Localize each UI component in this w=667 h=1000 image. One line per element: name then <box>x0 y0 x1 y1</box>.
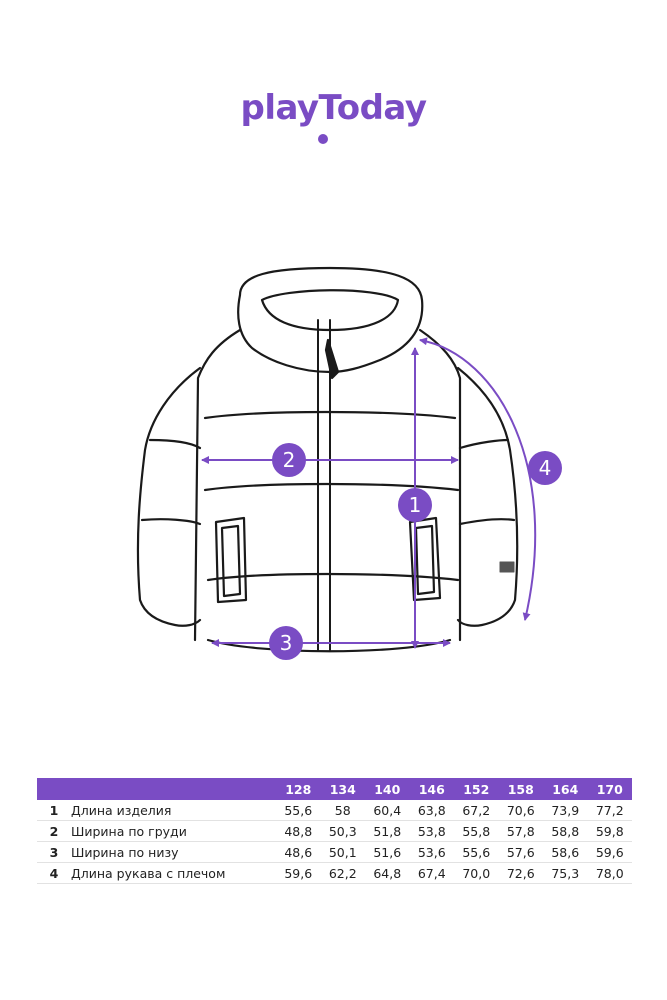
row-name: Длина рукава с плечом <box>71 862 276 884</box>
row-value: 58,8 <box>543 820 588 842</box>
row-value: 62,2 <box>320 862 365 884</box>
size-header: 164 <box>543 778 588 800</box>
marker-4-label: 4 <box>539 456 552 480</box>
row-value: 70,0 <box>454 862 499 884</box>
header-blank-index <box>37 778 71 800</box>
marker-2-label: 2 <box>283 448 296 472</box>
marker-1: 1 <box>398 488 432 522</box>
row-value: 73,9 <box>543 800 588 821</box>
row-value: 53,8 <box>409 820 454 842</box>
marker-3: 3 <box>269 626 303 660</box>
row-index: 4 <box>37 862 71 884</box>
table-row: 2 Ширина по груди 48,8 50,3 51,8 53,8 55… <box>37 820 632 842</box>
marker-1-label: 1 <box>409 493 422 517</box>
logo-dot <box>318 134 328 144</box>
row-value: 58,6 <box>543 841 588 863</box>
row-value: 60,4 <box>365 800 410 821</box>
row-value: 57,6 <box>498 841 543 863</box>
table-row: 4 Длина рукава с плечом 59,6 62,2 64,8 6… <box>37 862 632 884</box>
size-header: 134 <box>320 778 365 800</box>
row-value: 75,3 <box>543 862 588 884</box>
marker-3-label: 3 <box>280 631 293 655</box>
row-name: Длина изделия <box>71 800 276 821</box>
marker-4: 4 <box>528 451 562 485</box>
size-header: 128 <box>276 778 321 800</box>
row-value: 50,3 <box>320 820 365 842</box>
row-value: 50,1 <box>320 841 365 863</box>
brand-logo: playToday <box>240 88 428 128</box>
row-value: 63,8 <box>409 800 454 821</box>
table-row: 3 Ширина по низу 48,6 50,1 51,6 53,6 55,… <box>37 841 632 863</box>
row-value: 78,0 <box>587 862 632 884</box>
size-header: 140 <box>365 778 410 800</box>
row-name: Ширина по груди <box>71 820 276 842</box>
row-value: 59,6 <box>276 862 321 884</box>
row-value: 67,2 <box>454 800 499 821</box>
row-value: 77,2 <box>587 800 632 821</box>
jacket-diagram: 1 2 3 4 <box>136 266 562 660</box>
row-value: 57,8 <box>498 820 543 842</box>
row-value: 51,6 <box>365 841 410 863</box>
row-value: 59,8 <box>587 820 632 842</box>
header-blank-name <box>71 778 276 800</box>
row-value: 70,6 <box>498 800 543 821</box>
row-value: 55,6 <box>276 800 321 821</box>
row-value: 53,6 <box>409 841 454 863</box>
row-value: 51,8 <box>365 820 410 842</box>
table-row: 1 Длина изделия 55,6 58 60,4 63,8 67,2 7… <box>37 800 632 821</box>
row-value: 59,6 <box>587 841 632 863</box>
row-name: Ширина по низу <box>71 841 276 863</box>
size-header: 170 <box>587 778 632 800</box>
size-header-row: 128 134 140 146 152 158 164 170 <box>37 778 632 800</box>
row-value: 58 <box>320 800 365 821</box>
row-index: 1 <box>37 800 71 821</box>
row-index: 3 <box>37 841 71 863</box>
measurement-lines <box>201 337 537 649</box>
marker-2: 2 <box>272 443 306 477</box>
row-value: 48,8 <box>276 820 321 842</box>
row-index: 2 <box>37 820 71 842</box>
size-header: 152 <box>454 778 499 800</box>
row-value: 72,6 <box>498 862 543 884</box>
size-header: 146 <box>409 778 454 800</box>
row-value: 55,6 <box>454 841 499 863</box>
size-table: 128 134 140 146 152 158 164 170 1 Длина … <box>37 778 632 884</box>
row-value: 48,6 <box>276 841 321 863</box>
row-value: 67,4 <box>409 862 454 884</box>
row-value: 55,8 <box>454 820 499 842</box>
size-header: 158 <box>498 778 543 800</box>
row-value: 64,8 <box>365 862 410 884</box>
